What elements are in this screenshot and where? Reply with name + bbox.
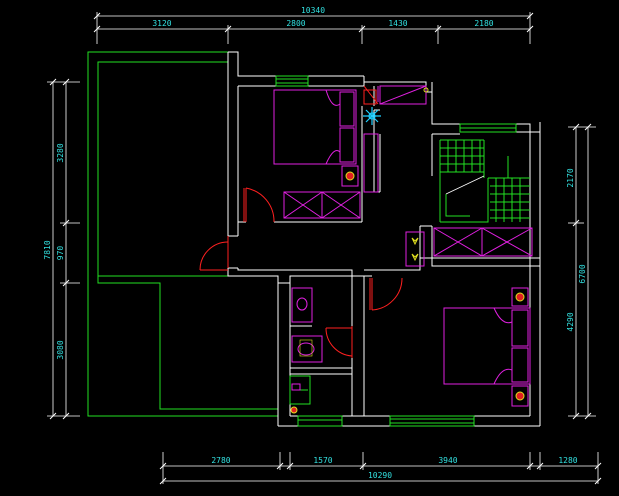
doors: [199, 85, 403, 358]
terrace-railing: [87, 51, 278, 417]
dim-top-2: 2800: [286, 19, 305, 28]
dim-right-2: 6700: [578, 264, 587, 283]
dim-bottom-total: 10290: [368, 471, 392, 480]
dim-left-3: 3080: [56, 340, 65, 359]
dimension-lines: [47, 12, 599, 484]
bed-2: [443, 307, 531, 385]
dim-top-4: 2180: [474, 19, 493, 28]
dim-bottom-4: 1280: [558, 456, 577, 465]
dim-top-1: 3120: [152, 19, 171, 28]
walls: [227, 51, 541, 427]
dim-top-3: 1430: [388, 19, 407, 28]
ceiling-fan-icon: [363, 107, 381, 125]
staircase: [439, 139, 530, 223]
dim-bottom-2: 1570: [313, 456, 332, 465]
bed-1: [273, 89, 357, 165]
dim-left-2: 970: [56, 246, 65, 261]
dimension-labels: 10340 3120 2800 1430 2180 7810 3280 970 …: [43, 6, 587, 480]
dim-left-1: 3280: [56, 143, 65, 162]
dim-left-total: 7810: [43, 240, 52, 259]
windows: [275, 75, 530, 427]
furniture: [273, 85, 533, 407]
dim-right-3: 4290: [566, 312, 575, 331]
dim-bottom-3: 3940: [438, 456, 457, 465]
stair-arrow: [445, 175, 485, 195]
dim-top-total: 10340: [301, 6, 325, 15]
accents: [290, 87, 525, 414]
dim-bottom-1: 2780: [211, 456, 230, 465]
dimension-ticks: [49, 12, 602, 485]
dim-right-1: 2170: [566, 168, 575, 187]
wardrobe-2: [433, 227, 533, 257]
